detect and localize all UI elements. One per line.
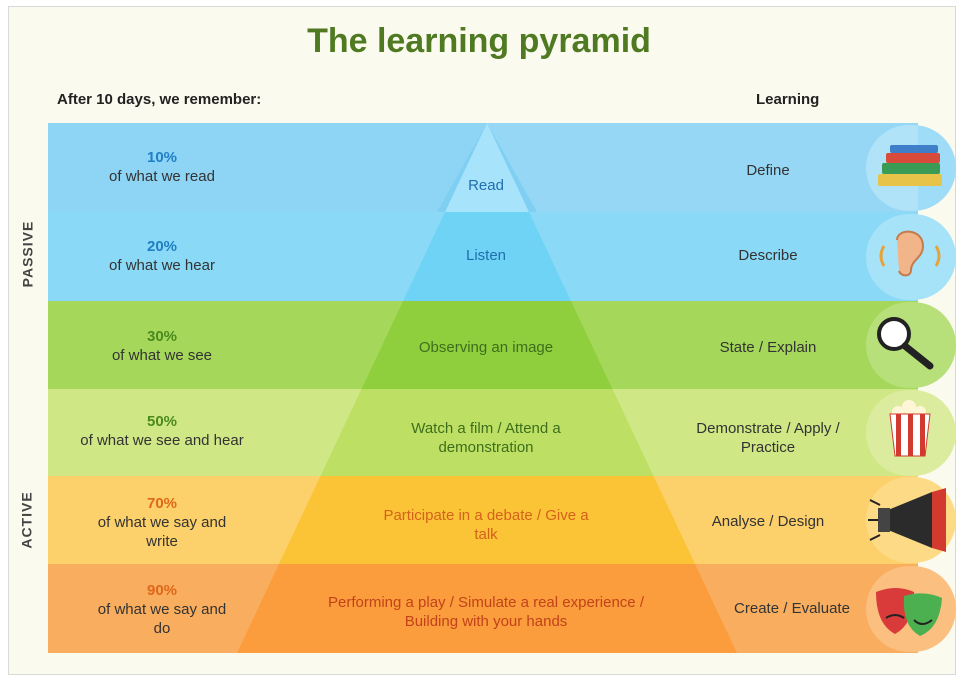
- megaphone-icon: [868, 488, 946, 552]
- percent-say-write: 70%: [146, 495, 178, 512]
- page-title: The learning pyramid: [307, 22, 651, 60]
- activity-listen: Listen: [465, 247, 507, 264]
- percent-read: 10%: [146, 149, 178, 166]
- magnifier-icon: [877, 317, 934, 370]
- retention-text-say-do: of what we say and do: [97, 601, 227, 637]
- theater-masks-icon: [876, 588, 942, 636]
- retention-text-see-hear: of what we see and hear: [80, 432, 244, 449]
- retention-read: 10% of what we read: [48, 148, 276, 186]
- books-icon: [878, 145, 942, 186]
- activity-read: Read: [468, 177, 504, 194]
- retention-text-read: of what we read: [109, 168, 215, 185]
- retention-text-hear: of what we hear: [109, 257, 215, 274]
- learning-state-explain: State / Explain: [719, 339, 817, 356]
- activity-film: Watch a film / Attend a demonstration: [411, 420, 561, 456]
- learning-define: Define: [746, 162, 790, 179]
- activity-observe: Observing an image: [418, 339, 554, 356]
- retention-say-write: 70% of what we say and write: [88, 494, 236, 551]
- retention-text-see: of what we see: [111, 347, 213, 364]
- percent-hear: 20%: [146, 238, 178, 255]
- icon-circle-3: [866, 302, 956, 388]
- retention-say-do: 90% of what we say and do: [88, 581, 236, 638]
- percent-say-do: 90%: [146, 582, 178, 599]
- percent-see: 30%: [146, 328, 178, 345]
- remember-header: After 10 days, we remember:: [57, 91, 262, 108]
- popcorn-icon: [889, 400, 931, 457]
- retention-hear: 20% of what we hear: [48, 237, 276, 275]
- retention-text-say-write: of what we say and write: [97, 514, 227, 550]
- retention-see: 30% of what we see: [48, 327, 276, 365]
- retention-see-hear: 50% of what we see and hear: [48, 412, 276, 450]
- ear-icon: [879, 230, 941, 277]
- learning-demonstrate: Demonstrate / Apply / Practice: [696, 420, 840, 456]
- percent-see-hear: 50%: [146, 413, 178, 430]
- learning-create-evaluate: Create / Evaluate: [734, 600, 850, 617]
- learning-header: Learning: [756, 91, 820, 108]
- activity-debate: Participate in a debate / Give a talk: [383, 507, 589, 543]
- activity-play: Performing a play / Simulate a real expe…: [328, 594, 644, 630]
- learning-analyse-design: Analyse / Design: [711, 513, 825, 530]
- learning-describe: Describe: [738, 247, 798, 264]
